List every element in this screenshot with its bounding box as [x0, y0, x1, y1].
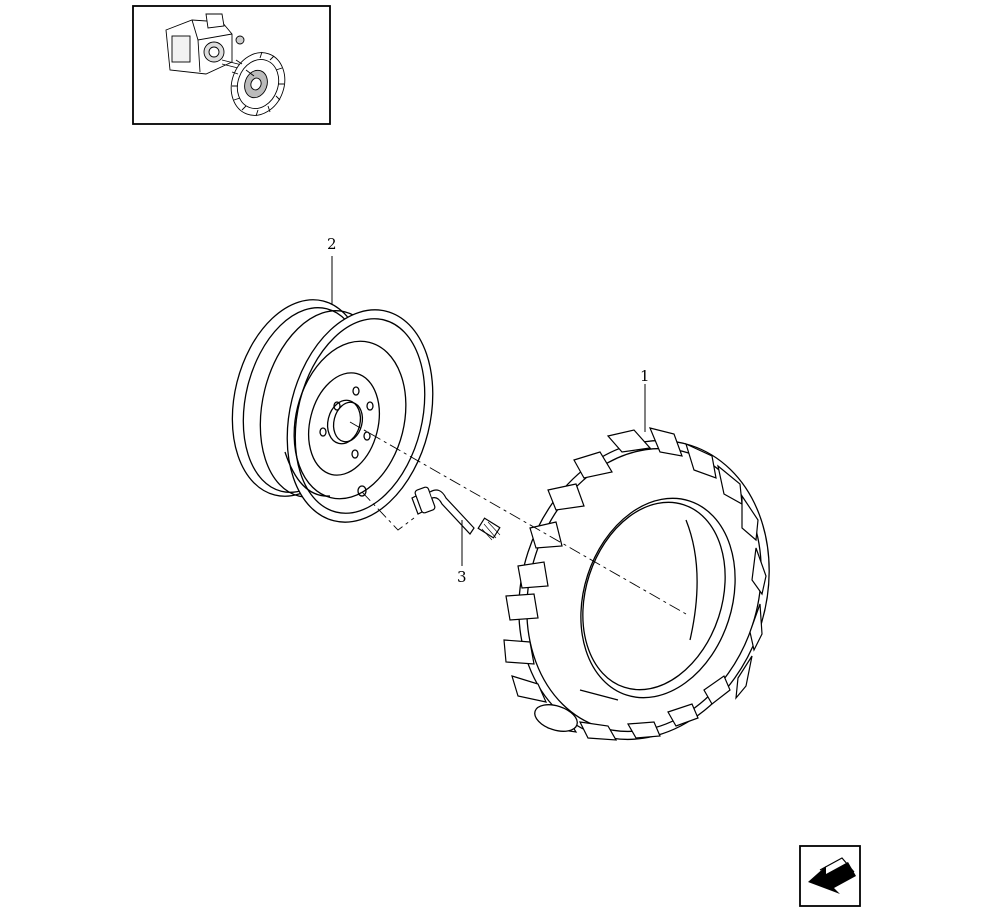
leader-lines	[331, 256, 646, 566]
back-arrow-icon[interactable]	[799, 845, 861, 907]
thumbnail-axle-drawing	[165, 13, 286, 117]
overview-thumbnail[interactable]	[132, 5, 331, 125]
valve-stem	[411, 486, 501, 541]
callout-3: 3	[457, 568, 467, 586]
assembly-centerline	[349, 421, 687, 615]
wheel-rim	[231, 299, 434, 523]
callout-2: 2	[327, 235, 337, 253]
callout-1: 1	[640, 367, 650, 385]
tread-lugs	[503, 427, 767, 741]
